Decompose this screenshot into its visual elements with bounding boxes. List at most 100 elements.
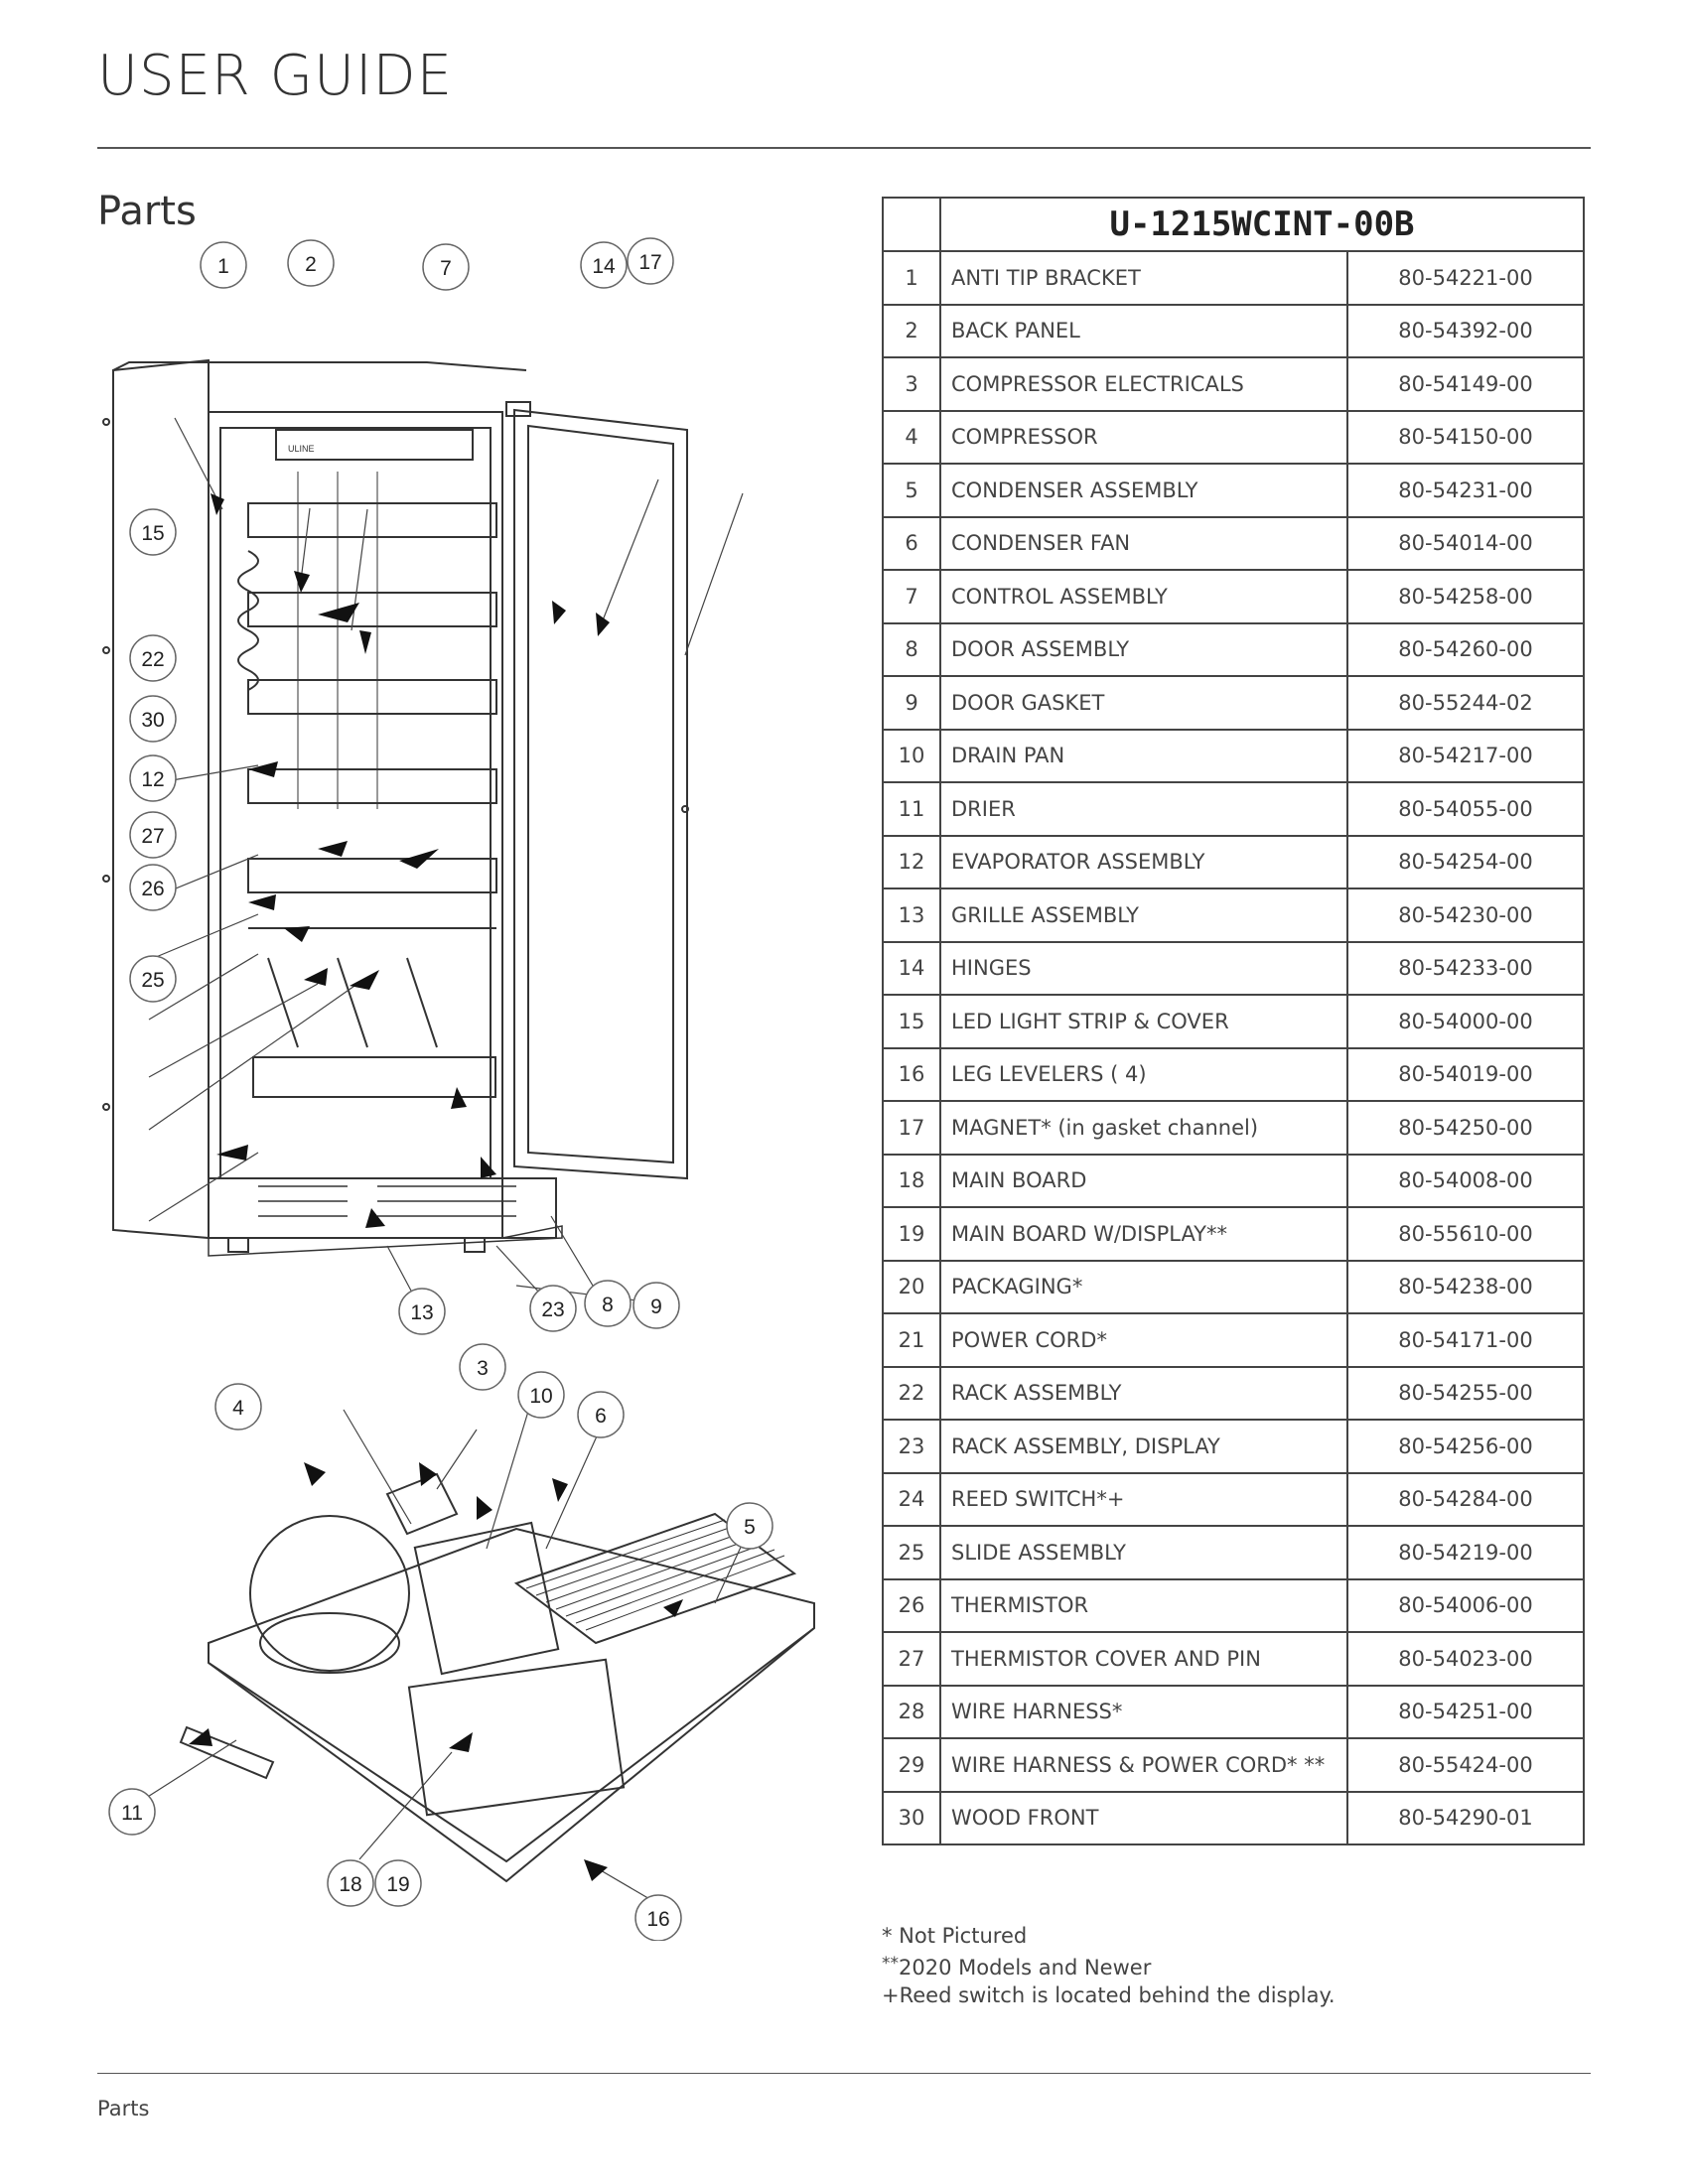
svg-text:25: 25 — [141, 969, 164, 992]
part-number: 80-54251-00 — [1346, 1684, 1585, 1739]
part-number-index: 12 — [882, 834, 941, 889]
part-number: 80-54260-00 — [1346, 621, 1585, 677]
part-number-index: 2 — [882, 303, 941, 358]
callout-22: 22 — [129, 634, 177, 682]
part-number-index: 16 — [882, 1046, 941, 1102]
part-number: 80-55244-02 — [1346, 675, 1585, 731]
part-number: 80-54284-00 — [1346, 1471, 1585, 1527]
callout-13: 13 — [398, 1288, 446, 1335]
footer-label: Parts — [97, 2097, 150, 2120]
callout-12: 12 — [129, 754, 177, 802]
part-description: REED SWITCH*+ — [939, 1471, 1348, 1527]
callout-9: 9 — [633, 1282, 680, 1329]
part-number-index: 5 — [882, 463, 941, 518]
callout-3: 3 — [459, 1343, 506, 1391]
svg-text:5: 5 — [744, 1516, 756, 1539]
svg-text:12: 12 — [141, 768, 164, 791]
svg-text:15: 15 — [141, 522, 164, 545]
part-number-index: 30 — [882, 1790, 941, 1845]
part-description: LED LIGHT STRIP & COVER — [939, 994, 1348, 1049]
footer-rule — [97, 2073, 1591, 2074]
part-number: 80-54023-00 — [1346, 1631, 1585, 1687]
callout-16: 16 — [634, 1894, 682, 1941]
part-number-index: 21 — [882, 1312, 941, 1368]
callout-10: 10 — [517, 1371, 565, 1419]
part-description: THERMISTOR COVER AND PIN — [939, 1631, 1348, 1687]
part-number-index: 24 — [882, 1471, 941, 1527]
part-number: 80-54055-00 — [1346, 781, 1585, 837]
part-number-index: 23 — [882, 1419, 941, 1474]
callout-25: 25 — [129, 955, 177, 1003]
callout-26: 26 — [129, 864, 177, 911]
svg-text:10: 10 — [529, 1385, 552, 1408]
part-description: WIRE HARNESS* — [939, 1684, 1348, 1739]
callout-15: 15 — [129, 508, 177, 556]
svg-text:1: 1 — [217, 255, 229, 278]
svg-text:8: 8 — [602, 1294, 614, 1316]
part-number: 80-54217-00 — [1346, 728, 1585, 783]
model-number: U-1215WCINT-00B — [939, 197, 1585, 252]
part-number: 80-54290-01 — [1346, 1790, 1585, 1845]
part-number-index: 22 — [882, 1365, 941, 1421]
svg-text:23: 23 — [541, 1298, 564, 1321]
part-description: DOOR ASSEMBLY — [939, 621, 1348, 677]
note-reed-switch: +Reed switch is located behind the displ… — [882, 1983, 1336, 2007]
callout-7: 7 — [422, 243, 470, 291]
part-number: 80-55610-00 — [1346, 1206, 1585, 1262]
part-number-index: 6 — [882, 515, 941, 571]
svg-text:30: 30 — [141, 709, 164, 732]
brand-label: ULINE — [288, 444, 315, 454]
part-number: 80-54019-00 — [1346, 1046, 1585, 1102]
part-number-index: 10 — [882, 728, 941, 783]
part-number-index: 18 — [882, 1153, 941, 1208]
callout-2: 2 — [287, 239, 335, 287]
part-number: 80-54231-00 — [1346, 463, 1585, 518]
part-number-index: 20 — [882, 1259, 941, 1314]
svg-text:22: 22 — [141, 648, 164, 671]
part-description: COMPRESSOR ELECTRICALS — [939, 356, 1348, 412]
part-description: RACK ASSEMBLY — [939, 1365, 1348, 1421]
part-number-index: 19 — [882, 1206, 941, 1262]
part-number: 80-54254-00 — [1346, 834, 1585, 889]
part-number: 80-54392-00 — [1346, 303, 1585, 358]
part-description: COMPRESSOR — [939, 409, 1348, 465]
part-description: CONDENSER FAN — [939, 515, 1348, 571]
section-title: Parts — [97, 189, 197, 234]
svg-text:13: 13 — [410, 1301, 433, 1324]
part-description: POWER CORD* — [939, 1312, 1348, 1368]
part-number-index: 14 — [882, 940, 941, 996]
svg-text:9: 9 — [650, 1296, 662, 1318]
part-description: MAIN BOARD — [939, 1153, 1348, 1208]
part-description: GRILLE ASSEMBLY — [939, 887, 1348, 943]
callout-1: 1 — [200, 241, 247, 289]
svg-text:18: 18 — [339, 1873, 361, 1896]
part-description: DRIER — [939, 781, 1348, 837]
callout-18: 18 — [327, 1859, 374, 1907]
svg-text:7: 7 — [440, 257, 452, 280]
part-number-index: 27 — [882, 1631, 941, 1687]
part-number-index: 3 — [882, 356, 941, 412]
svg-text:6: 6 — [595, 1405, 607, 1428]
note-models-text: 2020 Models and Newer — [899, 1956, 1152, 1979]
svg-text:26: 26 — [141, 878, 164, 900]
page-title: USER GUIDE — [97, 44, 454, 108]
part-number: 80-54014-00 — [1346, 515, 1585, 571]
part-number-index: 29 — [882, 1737, 941, 1793]
part-number: 80-54258-00 — [1346, 569, 1585, 624]
callout-17: 17 — [627, 237, 674, 285]
part-number: 80-54250-00 — [1346, 1100, 1585, 1156]
part-description: ANTI TIP BRACKET — [939, 250, 1348, 306]
